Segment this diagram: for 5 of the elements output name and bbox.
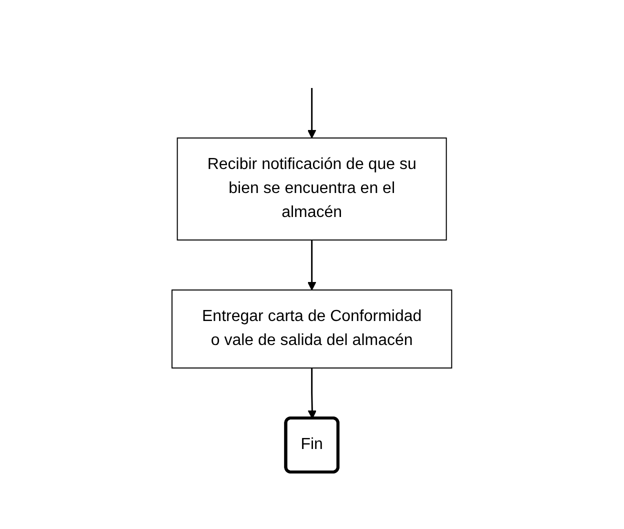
arrow — [308, 240, 316, 290]
node-box: Recibir notificación de que su bien se encuentra en el almacén — [176, 137, 447, 240]
arrow — [308, 368, 317, 418]
node-box: Entregar carta de Conformidad o vale de salida del almacén — [172, 289, 452, 368]
arrow — [308, 88, 316, 138]
